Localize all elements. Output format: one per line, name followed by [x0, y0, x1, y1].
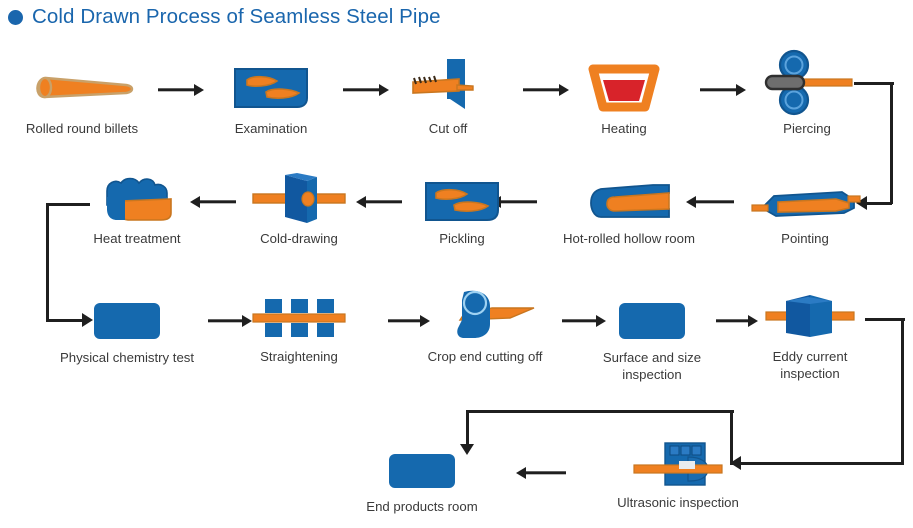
step-hot-rolled-hollow-room[interactable]: Hot-rolled hollow room: [540, 176, 718, 248]
arrow-billets-to-examination: [158, 84, 204, 96]
step-label: Straightening: [260, 349, 338, 364]
step-label: Heat treatment: [93, 231, 181, 246]
step-label: Eddy current inspection: [772, 349, 848, 381]
step-label: Surface and size inspection: [602, 350, 702, 382]
end-products-box-icon: [388, 450, 456, 494]
step-label: Cut off: [428, 121, 468, 136]
step-label: Cold-drawing: [260, 231, 338, 246]
step-heating[interactable]: Heating: [566, 58, 682, 138]
arrow-pointing-to-hollow-room: [686, 196, 734, 208]
step-label: Ultrasonic inspection: [617, 495, 739, 510]
step-crop-end-cutting-off[interactable]: Crop end cutting off: [410, 286, 560, 366]
ultrasonic-probe-icon: [632, 438, 724, 490]
pointing-machine-icon: [750, 178, 861, 226]
pickling-tank-icon: [424, 176, 500, 226]
step-label: Pointing: [781, 231, 829, 246]
step-ultrasonic-inspection[interactable]: Ultrasonic inspection: [600, 438, 756, 512]
step-label: Rolled round billets: [25, 121, 139, 136]
heating-furnace-icon: [588, 58, 660, 116]
step-label: Physical chemistry test: [59, 350, 195, 365]
test-room-box-icon: [93, 297, 161, 345]
step-examination[interactable]: Examination: [206, 58, 336, 138]
step-cold-drawing[interactable]: Cold-drawing: [240, 172, 358, 248]
step-eddy-current-inspection[interactable]: Eddy current inspection: [750, 292, 870, 382]
piercing-rollers-icon: [752, 49, 862, 116]
arrow-pickling-to-cold-drawing: [356, 196, 402, 208]
step-label: Hot-rolled hollow room: [563, 231, 695, 246]
billet-cone-icon: [30, 58, 134, 116]
arrow-cut-off-to-heating: [523, 84, 569, 96]
arrow-heating-to-piercing: [700, 84, 746, 96]
hollow-billet-icon: [585, 176, 673, 226]
bullet-dot-icon: [8, 9, 23, 25]
arrow-straightening-to-crop-end: [388, 315, 430, 327]
step-physical-chemistry-test[interactable]: Physical chemistry test: [42, 297, 212, 367]
step-pickling[interactable]: Pickling: [404, 176, 520, 248]
step-label: Crop end cutting off: [427, 349, 543, 364]
step-label: Heating: [601, 121, 647, 136]
page-title: Cold Drawn Process of Seamless Steel Pip…: [8, 5, 441, 29]
step-label: Pickling: [439, 231, 485, 246]
crop-end-cutter-icon: [434, 286, 536, 344]
straightening-rollers-icon: [251, 294, 347, 344]
step-rolled-round-billets[interactable]: Rolled round billets: [8, 58, 156, 138]
step-pointing[interactable]: Pointing: [746, 178, 864, 248]
step-heat-treatment[interactable]: Heat treatment: [78, 172, 196, 248]
step-surface-and-size-inspection[interactable]: Surface and size inspection: [588, 297, 716, 383]
inspection-box-icon: [618, 297, 686, 345]
step-piercing[interactable]: Piercing: [744, 49, 870, 138]
step-label: End products room: [366, 499, 478, 514]
step-straightening[interactable]: Straightening: [240, 294, 358, 366]
heat-treatment-furnace-icon: [95, 172, 179, 226]
step-label: Piercing: [783, 121, 831, 136]
arrow-surface-to-eddy-current: [716, 315, 758, 327]
eddy-current-coil-icon: [764, 292, 856, 344]
step-label: Examination: [234, 121, 308, 136]
examination-tray-icon: [233, 58, 309, 116]
cold-drawing-die-icon: [251, 172, 347, 226]
step-end-products-room[interactable]: End products room: [348, 450, 496, 516]
arrow-examination-to-cut-off: [343, 84, 389, 96]
arrow-ultrasonic-to-end-products: [516, 467, 566, 479]
step-cut-off[interactable]: Cut off: [392, 54, 504, 138]
arrow-physical-test-to-straightening: [208, 315, 252, 327]
page-title-text: Cold Drawn Process of Seamless Steel Pip…: [32, 5, 441, 28]
cut-off-saw-icon: [401, 54, 495, 116]
arrow-cold-drawing-to-heat-treatment: [190, 196, 236, 208]
arrow-crop-end-to-surface-inspection: [562, 315, 606, 327]
